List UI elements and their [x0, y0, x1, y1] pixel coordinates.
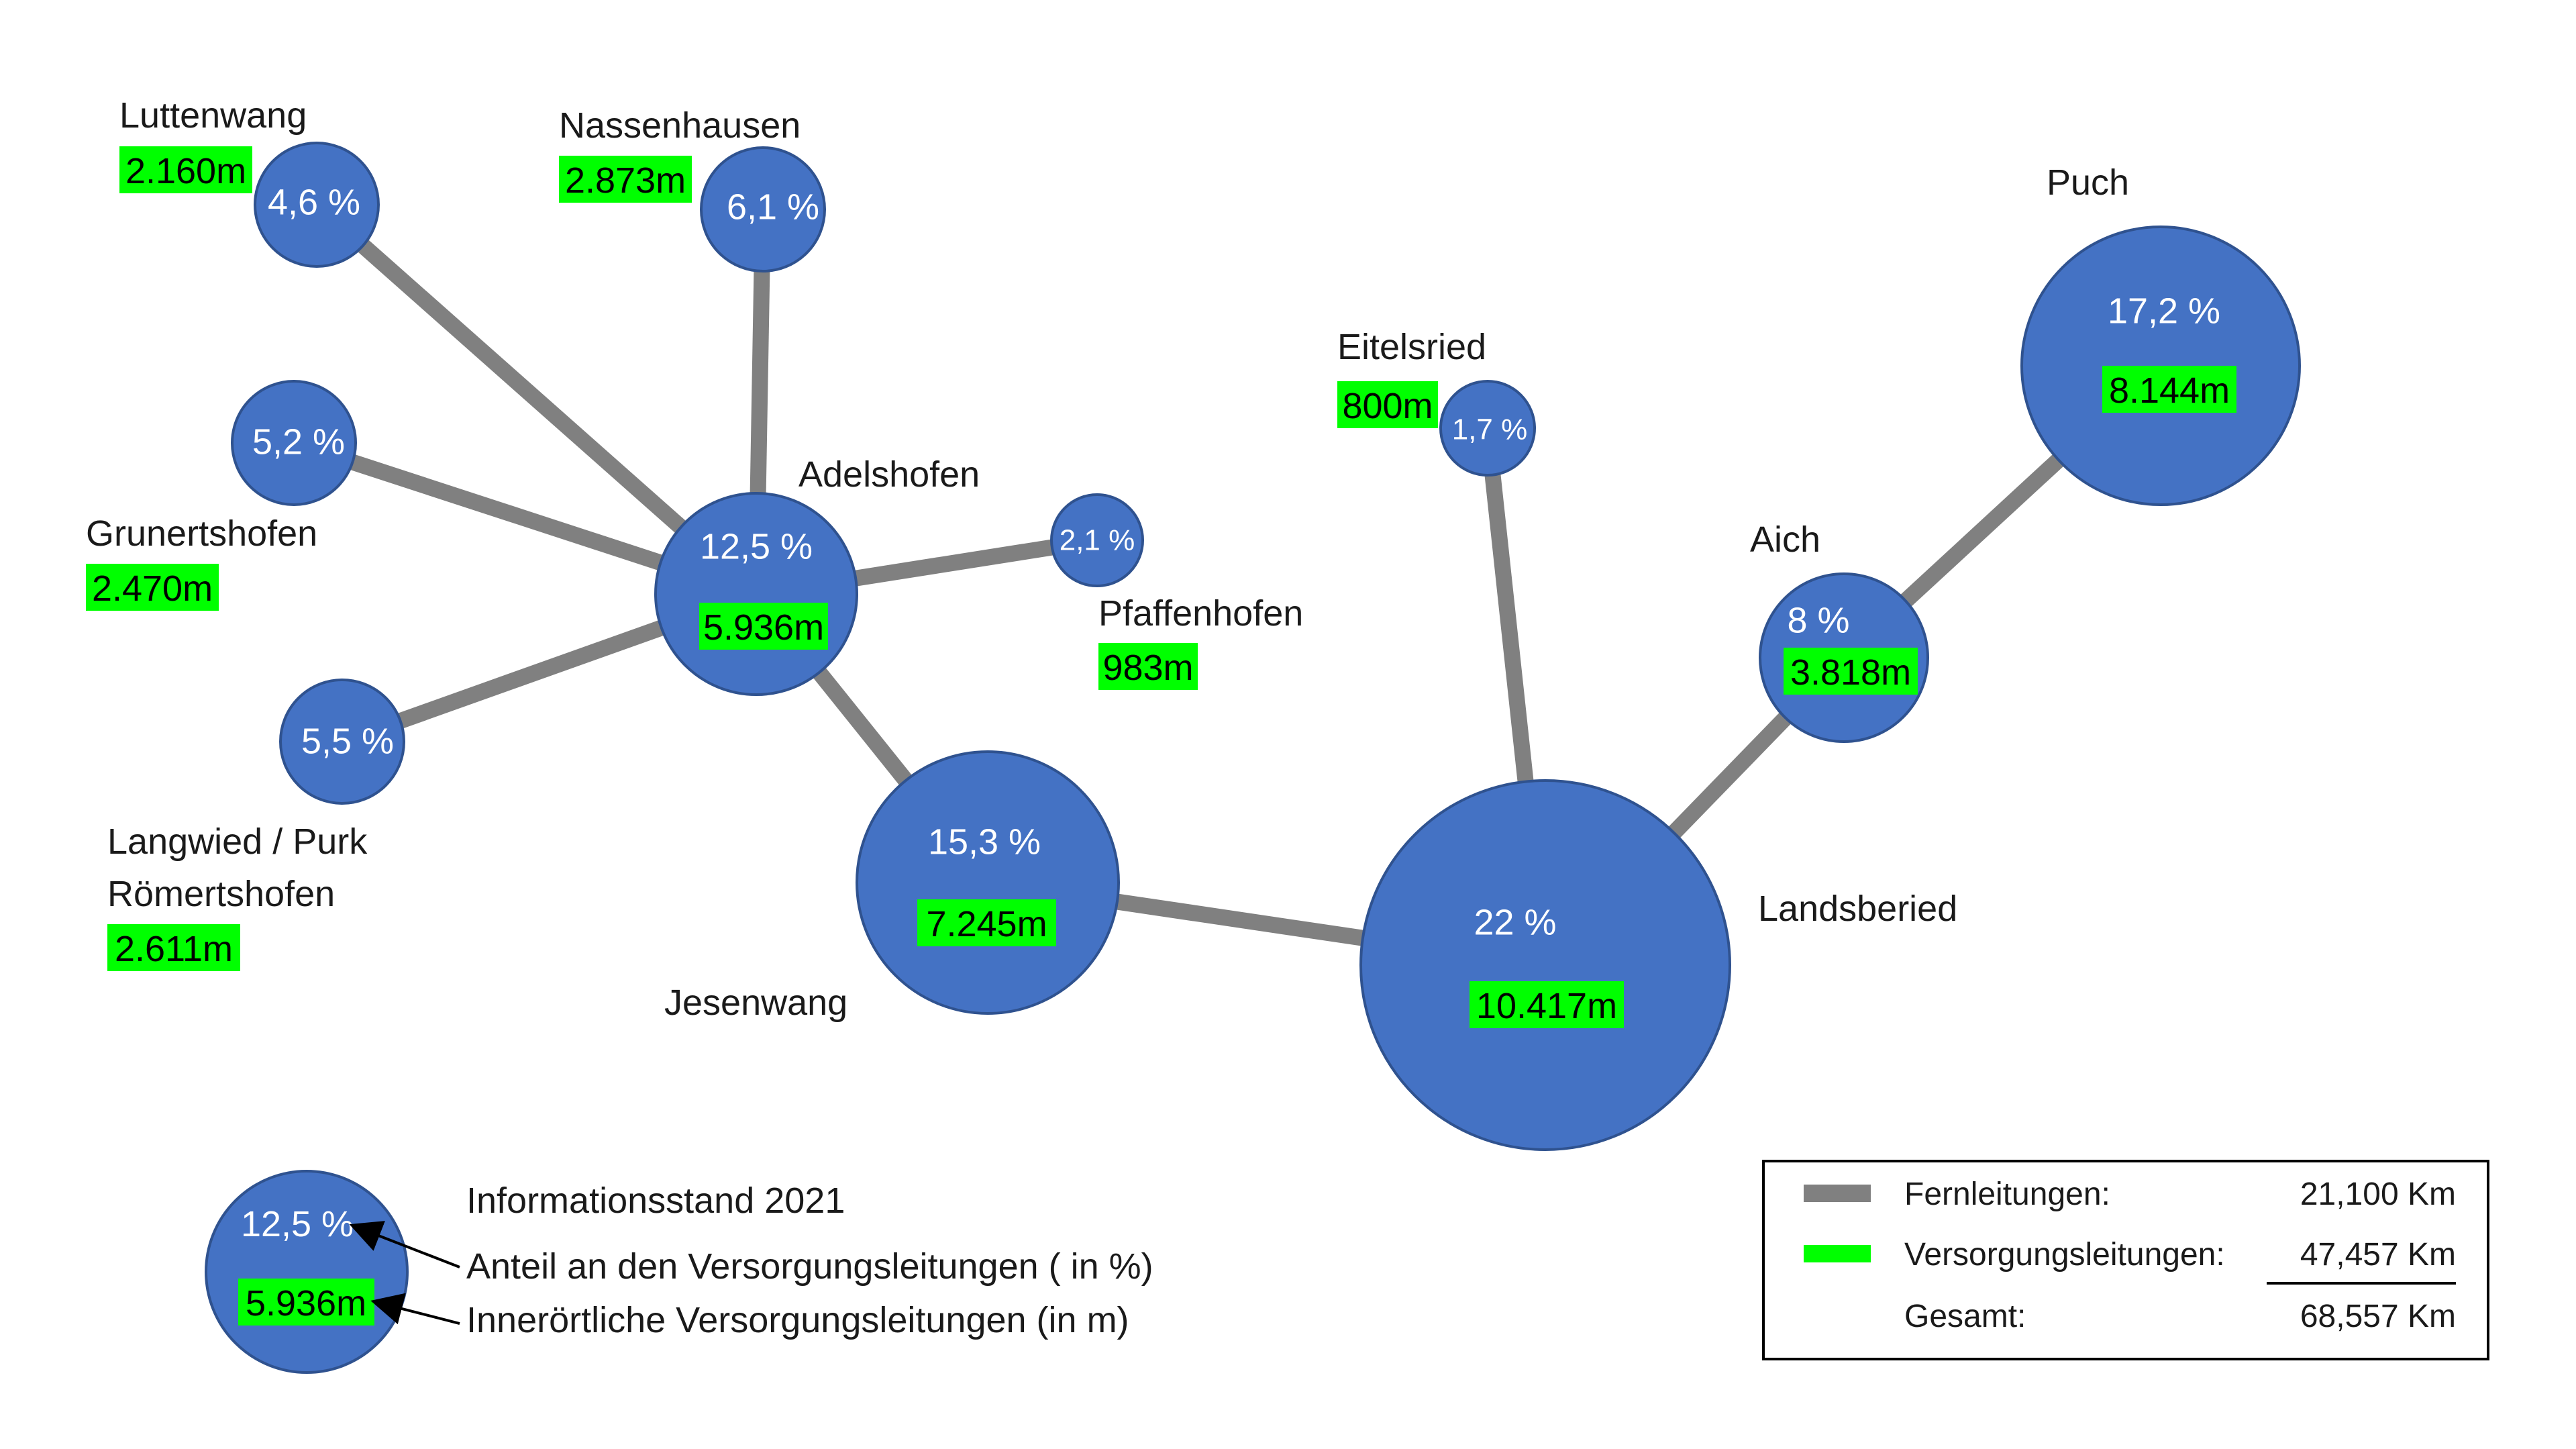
node-length-puch: 8.144m	[2109, 370, 2230, 411]
key-title: Informationsstand 2021	[466, 1181, 845, 1221]
length-highlight-nassenhausen	[559, 156, 692, 203]
node-percent-luttenwang: 4,6 %	[268, 182, 360, 222]
key-percent-description: Anteil an den Versorgungsleitungen ( in …	[466, 1246, 1153, 1287]
node-aich: 8 % 3.818m Aich	[1750, 519, 1929, 743]
length-highlight-pfaffenhofen	[1098, 643, 1198, 690]
length-highlight-landsberied	[1470, 981, 1624, 1028]
node-landsberied: 22 % 10.417m Landsberied	[1359, 779, 1957, 1151]
node-percent-grunertshofen: 5,2 %	[252, 421, 345, 462]
key-percent: 12,5 %	[241, 1204, 354, 1244]
node-name-adelshofen: Adelshofen	[798, 454, 980, 495]
node-pfaffenhofen: 2,1 % 983m Pfaffenhofen	[1050, 493, 1303, 690]
length-highlight-jesenwang	[917, 899, 1056, 946]
node-length-eitelsried: 800m	[1342, 386, 1433, 426]
node-eitelsried: 1,7 % 800m Eitelsried	[1337, 327, 1536, 477]
legend-label-versorgungsleitungen: Versorgungsleitungen:	[1904, 1237, 2225, 1272]
legend-value-versorgungsleitungen: 47,457 Km	[2300, 1237, 2456, 1272]
length-highlight-langwied	[107, 924, 240, 971]
node-name-langwied: Langwied / Purk	[107, 821, 368, 862]
village-nodes: 4,6 % 2.160m Luttenwang 6,1 % 2.873m Nassenha…	[86, 95, 2301, 1151]
legend: Fernleitungen: 21,100 Km Versorgungsleit…	[1762, 1160, 2489, 1360]
node-length-luttenwang: 2.160m	[125, 151, 246, 191]
node-percent-pfaffenhofen: 2,1 %	[1060, 524, 1135, 557]
node-percent-eitelsried: 1,7 %	[1452, 413, 1528, 446]
node-percent-nassenhausen: 6,1 %	[727, 187, 819, 227]
node-circle-pfaffenhofen	[1050, 493, 1144, 587]
node-length-aich: 3.818m	[1790, 652, 1911, 693]
node-length-langwied: 2.611m	[115, 929, 233, 969]
legend-frame	[1762, 1160, 2489, 1360]
node-length-grunertshofen: 2.470m	[92, 568, 213, 609]
node-circle-jesenwang	[856, 750, 1120, 1015]
node-grunertshofen: 5,2 % 2.470m Grunertshofen	[86, 380, 357, 611]
node-name2-langwied: Römertshofen	[107, 874, 335, 914]
node-adelshofen: 12,5 % 5.936m Adelshofen	[654, 454, 980, 696]
legend-label-gesamt: Gesamt:	[1904, 1299, 2026, 1334]
length-highlight-puch	[2102, 366, 2236, 413]
node-circle-eitelsried	[1439, 380, 1536, 477]
node-length-pfaffenhofen: 983m	[1102, 648, 1193, 688]
node-percent-jesenwang: 15,3 %	[928, 821, 1041, 862]
node-percent-langwied: 5,5 %	[301, 721, 394, 761]
length-highlight-grunertshofen	[86, 564, 219, 611]
key-arrow-percent	[349, 1221, 460, 1268]
node-luttenwang: 4,6 % 2.160m Luttenwang	[119, 95, 380, 268]
key-explanation: 12,5 % 5.936m Informationsstand 2021 Ant…	[205, 1170, 1153, 1374]
node-puch: 17,2 % 8.144m Puch	[2020, 162, 2301, 506]
node-length-jesenwang: 7.245m	[926, 904, 1047, 944]
legend-label-fernleitungen: Fernleitungen:	[1904, 1177, 2110, 1212]
node-circle-grunertshofen	[231, 380, 357, 506]
node-circle-adelshofen	[654, 492, 858, 696]
length-highlight-eitelsried	[1337, 381, 1438, 428]
node-name-eitelsried: Eitelsried	[1337, 327, 1486, 367]
node-circle-landsberied	[1359, 779, 1731, 1151]
node-percent-adelshofen: 12,5 %	[700, 526, 813, 566]
node-circle-langwied	[279, 679, 405, 805]
node-length-landsberied: 10.417m	[1476, 986, 1617, 1026]
legend-value-fernleitungen: 21,100 Km	[2300, 1177, 2456, 1212]
key-arrow-length	[370, 1293, 460, 1325]
legend-value-gesamt: 68,557 Km	[2300, 1299, 2456, 1334]
node-percent-landsberied: 22 %	[1474, 902, 1556, 942]
node-name-pfaffenhofen: Pfaffenhofen	[1098, 593, 1303, 634]
node-circle-nassenhausen	[700, 146, 826, 272]
key-length-highlight	[238, 1279, 374, 1326]
length-highlight-adelshofen	[699, 603, 828, 650]
length-highlight-aich	[1784, 648, 1918, 695]
key-length-description: Innerörtliche Versorgungsleitungen (in m…	[466, 1300, 1129, 1340]
length-highlight-luttenwang	[119, 146, 252, 193]
node-nassenhausen: 6,1 % 2.873m Nassenhausen	[559, 105, 826, 272]
node-name-aich: Aich	[1750, 519, 1820, 560]
node-percent-puch: 17,2 %	[2108, 291, 2220, 331]
node-name-nassenhausen: Nassenhausen	[559, 105, 801, 146]
node-name-landsberied: Landsberied	[1758, 889, 1957, 929]
node-name-puch: Puch	[2047, 162, 2129, 203]
node-length-adelshofen: 5.936m	[703, 607, 824, 648]
node-name-grunertshofen: Grunertshofen	[86, 513, 317, 554]
node-name-jesenwang: Jesenwang	[664, 983, 847, 1023]
key-node-circle	[205, 1170, 409, 1374]
node-circle-luttenwang	[254, 142, 380, 268]
node-length-nassenhausen: 2.873m	[565, 160, 686, 201]
key-length: 5.936m	[246, 1283, 366, 1323]
node-name-luttenwang: Luttenwang	[119, 95, 307, 136]
node-percent-aich: 8 %	[1787, 600, 1849, 640]
